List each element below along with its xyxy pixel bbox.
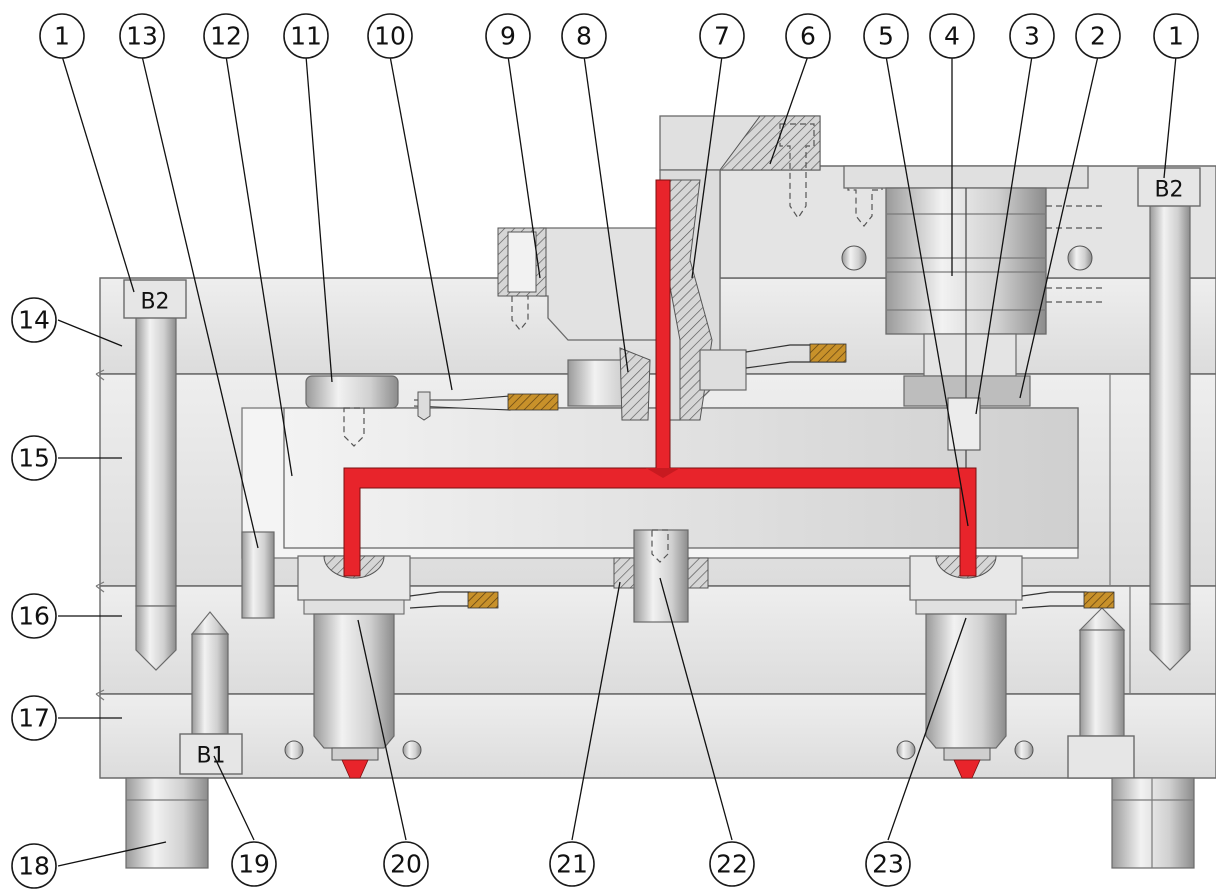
svg-text:8: 8 [576, 22, 592, 51]
svg-text:23: 23 [872, 850, 904, 879]
svg-text:1: 1 [1168, 22, 1184, 51]
callout-23: 23 [865, 841, 911, 887]
svg-text:18: 18 [18, 852, 50, 881]
callout-9: 9 [485, 13, 531, 59]
svg-text:6: 6 [800, 22, 816, 51]
svg-text:20: 20 [390, 850, 422, 879]
callout-7: 7 [699, 13, 745, 59]
left-locating-pin [125, 777, 209, 869]
callout-10: 10 [367, 13, 413, 59]
heater-housing [539, 227, 661, 341]
dowel-pin [241, 531, 275, 619]
b1-label: B1 [196, 744, 225, 769]
svg-text:14: 14 [18, 306, 50, 335]
svg-text:4: 4 [944, 22, 960, 51]
b1-bolt: B1 [179, 611, 243, 775]
svg-text:19: 19 [238, 850, 270, 879]
callout-20: 20 [383, 841, 429, 887]
right-b2-bolt: B2 [1137, 167, 1201, 671]
svg-text:1: 1 [54, 22, 70, 51]
svg-text:21: 21 [556, 850, 588, 879]
callout-2: 2 [1075, 13, 1121, 59]
callout-4: 4 [929, 13, 975, 59]
locating-ring-hatch [719, 115, 821, 171]
callout-1-right: 1 [1153, 13, 1199, 59]
svg-text:5: 5 [878, 22, 894, 51]
thermocouple [413, 391, 559, 421]
svg-text:9: 9 [500, 22, 516, 51]
left-b2-label: B2 [140, 290, 169, 315]
left-b2-bolt: B2 [123, 279, 187, 671]
svg-text:12: 12 [210, 22, 242, 51]
callout-14: 14 [11, 297, 57, 343]
svg-text:11: 11 [290, 22, 322, 51]
right-b2-label: B2 [1154, 178, 1183, 203]
sprue-assembly [497, 115, 883, 421]
callout-8: 8 [561, 13, 607, 59]
support-pad [305, 375, 399, 409]
callout-16: 16 [11, 593, 57, 639]
callout-22: 22 [709, 841, 755, 887]
callout-11: 11 [283, 13, 329, 59]
callout-18: 18 [11, 843, 57, 889]
svg-text:2: 2 [1090, 22, 1106, 51]
svg-text:13: 13 [126, 22, 158, 51]
callout-21: 21 [549, 841, 595, 887]
svg-text:3: 3 [1024, 22, 1040, 51]
leader-lines [57, 55, 1177, 867]
left-nozzle [297, 555, 499, 779]
callout-1-left: 1 [39, 13, 85, 59]
callout-13: 13 [119, 13, 165, 59]
callout-12: 12 [203, 13, 249, 59]
callout-3: 3 [1009, 13, 1055, 59]
callout-6: 6 [785, 13, 831, 59]
callout-17: 17 [11, 695, 57, 741]
callout-19: 19 [231, 841, 277, 887]
svg-text:22: 22 [716, 850, 748, 879]
callout-5: 5 [863, 13, 909, 59]
svg-text:15: 15 [18, 444, 50, 473]
svg-text:10: 10 [374, 22, 406, 51]
right-guide-pin [1067, 607, 1135, 779]
right-locating-pin [1111, 777, 1195, 869]
callout-15: 15 [11, 435, 57, 481]
cavity-plate [99, 693, 1216, 779]
svg-text:17: 17 [18, 704, 50, 733]
callouts: 1 13 12 11 10 9 8 7 6 5 4 3 2 1 14 15 16… [11, 13, 1199, 889]
svg-text:16: 16 [18, 602, 50, 631]
svg-text:7: 7 [714, 22, 730, 51]
